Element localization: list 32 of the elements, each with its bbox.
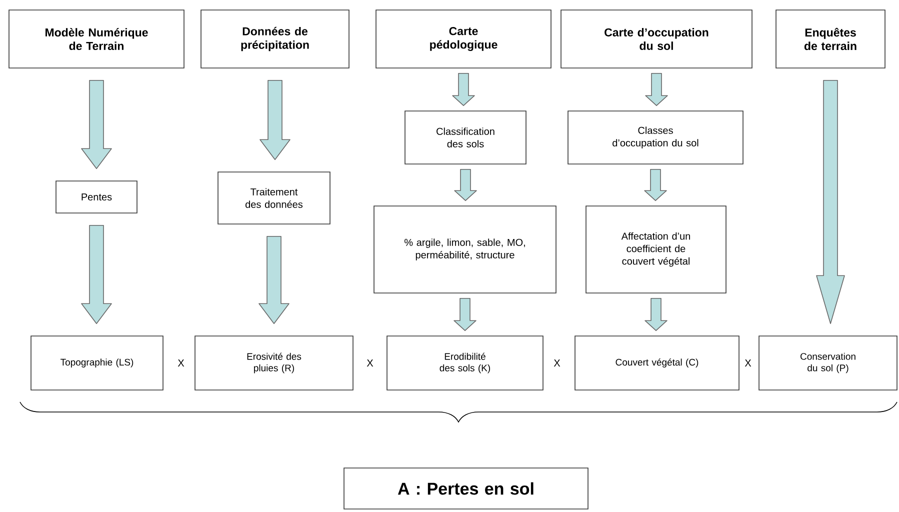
block-arrow xyxy=(81,80,112,169)
factor-box: Erosivité des pluies (R) xyxy=(194,336,354,390)
process-box: Traitement des données xyxy=(218,172,330,224)
block-arrow xyxy=(81,225,112,324)
block-arrow xyxy=(454,169,477,201)
source-box: Enquêtes de terrain xyxy=(776,10,886,68)
process-box: Classification des sols xyxy=(404,110,526,164)
process-box: Classes d’occupation du sol xyxy=(568,110,744,164)
block-arrow xyxy=(260,80,290,160)
process-box: % argile, limon, sable, MO, perméabilité, structure xyxy=(374,206,556,294)
factor-box: Erodibilité des sols (K) xyxy=(386,336,544,390)
process-box: Pentes xyxy=(56,180,138,214)
multiplication-sign: X xyxy=(744,360,752,366)
block-arrow xyxy=(452,73,475,106)
block-arrow xyxy=(644,169,667,201)
result-box: A : Pertes en sol xyxy=(344,468,588,510)
multiplication-sign: X xyxy=(178,360,184,366)
source-box: Données de précipitation xyxy=(200,10,350,68)
block-arrow xyxy=(645,73,668,106)
multiplication-sign: X xyxy=(554,360,560,366)
factor-box: Conservation du sol (P) xyxy=(758,336,898,390)
process-box: Affectation d’un coefficient de couvert végétal xyxy=(586,206,726,294)
source-box: Carte pédologique xyxy=(376,10,552,68)
factor-box: Couvert végétal (C) xyxy=(574,336,740,390)
block-arrow xyxy=(644,298,668,331)
block-arrow xyxy=(258,236,290,324)
source-box: Modèle Numérique de Terrain xyxy=(8,10,184,68)
multiplication-sign: X xyxy=(366,360,374,366)
block-arrow xyxy=(816,80,845,324)
block-arrow xyxy=(454,298,476,331)
source-box: Carte d’occupation du sol xyxy=(560,10,752,68)
factor-box: Topographie (LS) xyxy=(30,336,164,390)
